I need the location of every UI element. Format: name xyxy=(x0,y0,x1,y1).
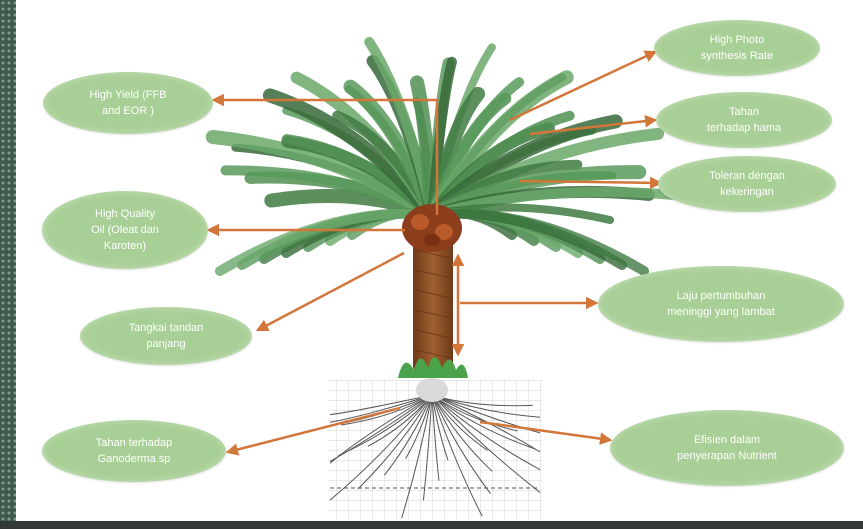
trunk-texture xyxy=(414,249,452,359)
root xyxy=(329,394,433,464)
grass-base xyxy=(398,357,468,378)
arrow-tangkai xyxy=(255,251,405,332)
label-ganoderma: Tahan terhadap Ganoderma sp xyxy=(42,420,226,482)
arrow-photo xyxy=(509,50,658,122)
root xyxy=(422,394,433,501)
frond xyxy=(427,208,649,276)
decorative-border xyxy=(0,0,16,529)
root xyxy=(431,394,536,450)
label-photo: High Photo synthesis Rate xyxy=(654,20,820,76)
trunk xyxy=(413,232,453,372)
root xyxy=(431,394,541,453)
label-high-yield: High Yield (FFB and EOR ) xyxy=(43,72,213,134)
label-kekeringan: Toleran dengan kekeringan xyxy=(658,156,836,212)
root xyxy=(431,394,493,472)
root xyxy=(401,394,433,519)
root xyxy=(329,394,433,416)
root xyxy=(329,394,433,501)
bottom-bar xyxy=(0,521,863,529)
label-efisien: Efisien dalam penyerapan Nutrient xyxy=(610,410,844,486)
roots xyxy=(329,394,541,519)
label-tangkai: Tangkai tandan panjang xyxy=(80,307,252,365)
root xyxy=(329,394,433,423)
label-high-quality: High Quality Oil (Oleat dan Karoten) xyxy=(42,191,208,269)
root xyxy=(431,394,483,517)
root xyxy=(431,394,541,493)
frond xyxy=(215,208,437,276)
arrow-high-yield xyxy=(211,93,439,215)
root xyxy=(431,394,440,481)
arrow-efisien xyxy=(479,420,613,445)
arrow-hama xyxy=(529,114,658,136)
root xyxy=(384,394,433,476)
root xyxy=(357,394,433,490)
root xyxy=(431,394,541,471)
root xyxy=(431,394,541,418)
label-laju: Laju pertumbuhan meninggi yang lambat xyxy=(598,266,844,342)
arrows xyxy=(206,50,663,456)
root xyxy=(431,394,491,494)
arrow-kekeringan xyxy=(519,176,663,190)
label-hama: Tahan terhadap hama xyxy=(656,92,832,148)
arrow-ganoderma xyxy=(225,406,401,456)
